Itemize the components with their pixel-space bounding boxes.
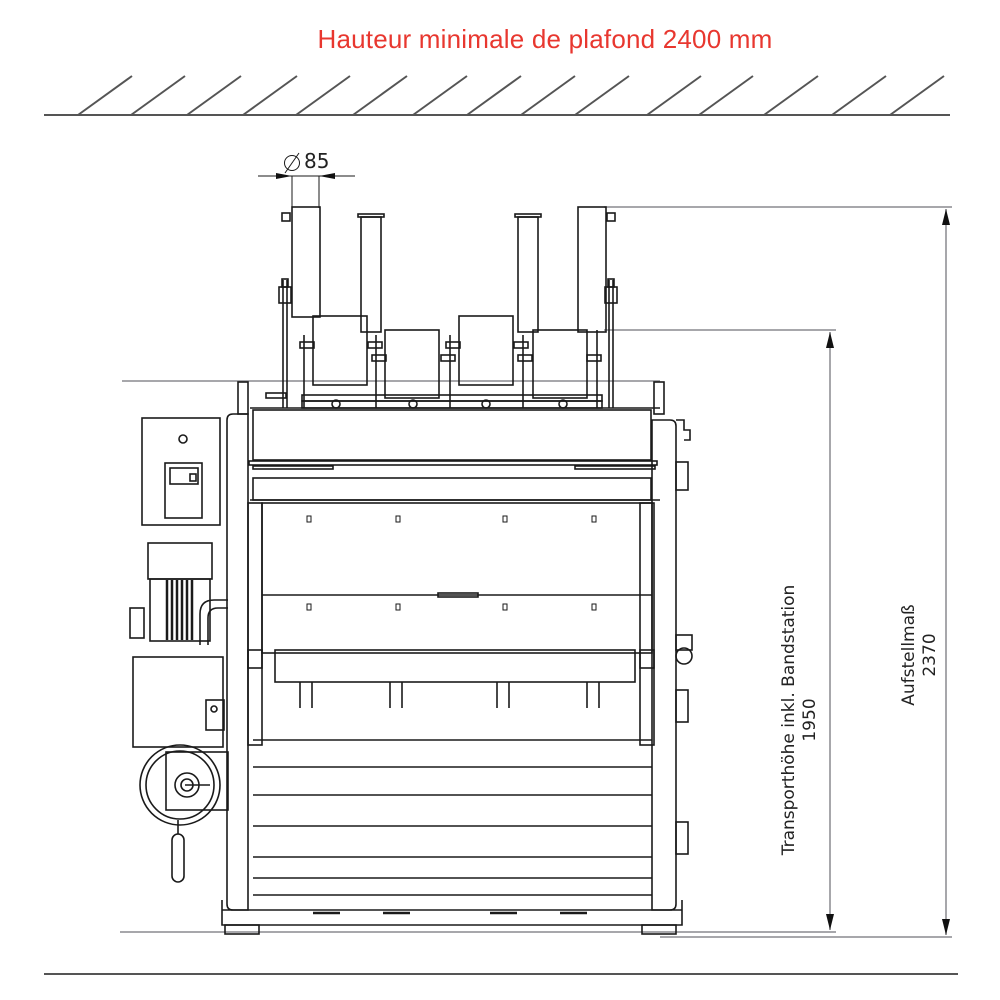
handwheel — [139, 744, 229, 883]
dimension-diameter-85 — [258, 152, 355, 208]
main-frame — [221, 381, 693, 935]
installation-height-text: Aufstellmaß — [899, 604, 919, 706]
ceiling-height-title: Hauteur minimale de plafond 2400 mm — [317, 24, 773, 54]
diameter-value: 85 — [304, 149, 330, 173]
installation-height-value: 2370 — [920, 633, 940, 677]
diameter-label: 85 — [282, 151, 329, 172]
dimension-2370 — [942, 209, 950, 935]
band-station — [265, 315, 603, 409]
installation-height-label: Aufstellmaß 2370 — [899, 604, 941, 706]
control-cabinet — [141, 417, 221, 526]
motor — [129, 542, 228, 748]
transport-height-value: 1950 — [800, 698, 820, 742]
ceiling-hatch — [44, 75, 950, 116]
transport-height-text: Transporthöhe inkl. Bandstation — [779, 584, 799, 856]
transport-height-label: Transporthöhe inkl. Bandstation 1950 — [779, 585, 821, 856]
dimension-1950 — [826, 332, 834, 930]
top-tubes — [278, 206, 618, 408]
